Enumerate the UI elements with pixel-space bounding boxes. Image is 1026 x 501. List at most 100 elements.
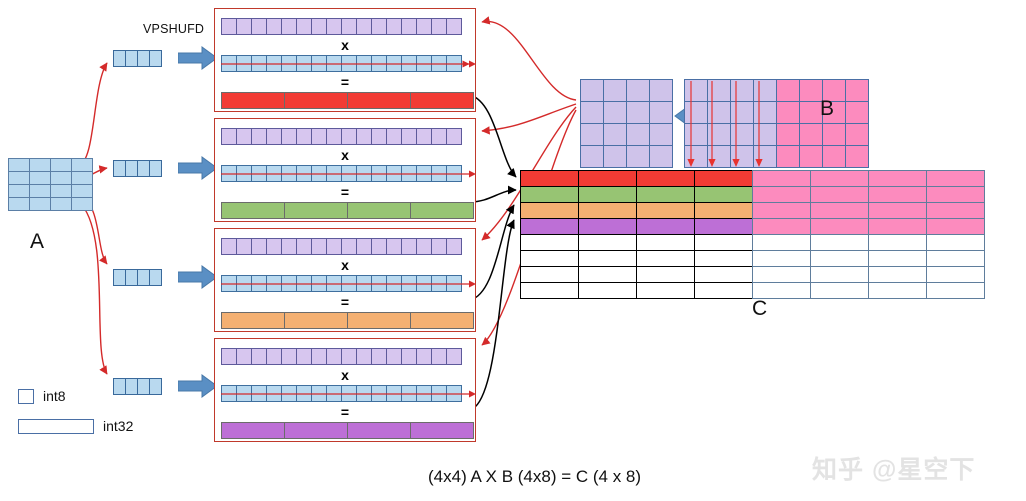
operand-top-2 [221,238,475,255]
b-cell-right [776,79,800,102]
matrix-b-shuffled-row [580,101,673,124]
op-cell [371,128,387,145]
c-cell [694,266,753,283]
op-cell [236,128,252,145]
c-cell [636,218,695,235]
result-cell [284,312,348,329]
b-cell-left [707,123,731,146]
op-cell [281,128,297,145]
b-cell-right [845,101,869,124]
b-cell-left [730,123,754,146]
shuffled-vector-0 [113,50,162,67]
c-cell [926,170,985,187]
c-cell [694,250,753,267]
op-cell [356,238,372,255]
b-shuffled-cell [580,79,604,102]
result-bar-2 [221,312,475,329]
result-cell [221,422,285,439]
result-cell [410,422,474,439]
result-cell [347,422,411,439]
result-bar-3 [221,422,475,439]
b-cell-right [845,145,869,168]
b-cell-left [730,101,754,124]
op-cell [416,18,432,35]
c-cell [636,186,695,203]
operand-bottom-1 [221,165,476,182]
b-shuffled-cell [580,123,604,146]
matrix-a-cell [29,197,51,211]
op-cell [431,238,447,255]
c-cell [578,170,637,187]
mul-block-2: x = [214,228,476,332]
op-cell [326,348,342,365]
op-cell [446,348,462,365]
c-cell [694,170,753,187]
blue-arrow-icon-1 [178,156,218,180]
c-cell [520,186,579,203]
op-cell [266,238,282,255]
matrix-b-source-wrap [684,79,869,168]
op-cell [416,128,432,145]
b-cell-left [730,145,754,168]
b-shuffled-cell [649,145,673,168]
c-cell [752,202,811,219]
c-cell [926,202,985,219]
op-cell [266,348,282,365]
matrix-b-row [684,101,869,124]
matrix-a-cell [29,171,51,185]
b-cell-left [707,79,731,102]
result-bar-1 [221,202,475,219]
c-cell [636,250,695,267]
matrix-a-cell [8,184,30,198]
op-cell [326,18,342,35]
c-cell [694,218,753,235]
op-cell [311,348,327,365]
shuffled-vector-3 [113,378,162,395]
matrix-a-cell [50,171,72,185]
op-cell [386,238,402,255]
vpshufd-label: VPSHUFD [143,22,205,36]
result-cell [347,92,411,109]
c-cell [868,186,927,203]
c-cell [694,202,753,219]
b-shuffled-cell [580,145,604,168]
op-cell [341,348,357,365]
c-cell [868,282,927,299]
result-cell [410,202,474,219]
op-cell [401,348,417,365]
c-cell [520,170,579,187]
c-cell [926,218,985,235]
b-cell-left [753,79,777,102]
c-cell [520,266,579,283]
matrix-a-cell [71,197,93,211]
result-bar-0 [221,92,475,109]
op-cell [311,238,327,255]
b-shuffled-cell [649,123,673,146]
operand-top-3 [221,348,475,365]
b-shuffled-cell [603,123,627,146]
result-cell [410,312,474,329]
matrix-a-cell [50,184,72,198]
op-cell [221,18,237,35]
result-cell [221,312,285,329]
matrix-a-row [8,197,93,211]
op-cell [296,348,312,365]
c-cell [578,186,637,203]
matrix-c-row [520,202,985,219]
matrix-a-cell [8,197,30,211]
matrix-c-row [520,218,985,235]
c-cell [752,186,811,203]
c-cell [810,234,869,251]
c-cell [520,218,579,235]
op-cell [386,18,402,35]
op-cell [266,18,282,35]
op-cell [221,238,237,255]
b-cell-left [684,101,708,124]
c-cell [578,266,637,283]
matrix-a [8,158,93,211]
op-cell [236,238,252,255]
c-cell [636,202,695,219]
operand-bottom-3 [221,385,476,402]
b-cell-right [822,123,846,146]
b-cell-right [799,123,823,146]
